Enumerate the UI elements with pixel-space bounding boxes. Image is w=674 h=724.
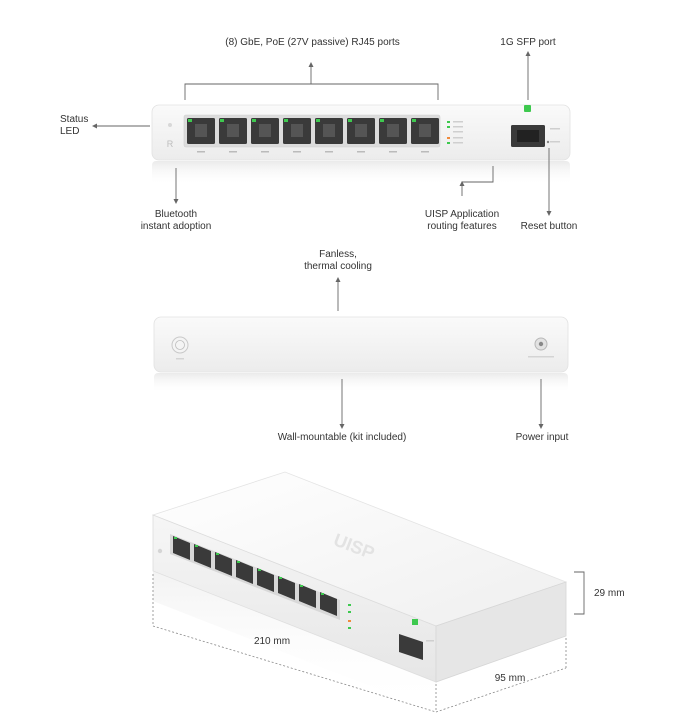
fanless-label-line2: thermal cooling bbox=[304, 261, 372, 272]
iso-port-block bbox=[170, 534, 340, 620]
port-number-marks bbox=[197, 151, 429, 153]
rj45-port bbox=[187, 118, 215, 144]
iso-rj45-port bbox=[278, 576, 295, 600]
reset-button bbox=[546, 140, 550, 144]
rj45-port-block bbox=[183, 114, 441, 153]
ports-label: (8) GbE, PoE (27V passive) RJ45 ports bbox=[225, 37, 400, 48]
bluetooth-label-line2: instant adoption bbox=[140, 221, 212, 232]
rj45-port bbox=[315, 118, 343, 144]
iso-rj45-port bbox=[173, 536, 190, 560]
back-leaders bbox=[335, 277, 544, 429]
status-led bbox=[168, 123, 172, 127]
rj45-port bbox=[251, 118, 279, 144]
iso-status-led bbox=[157, 548, 163, 554]
rj45-port bbox=[411, 118, 439, 144]
reset-button-label: Reset button bbox=[520, 221, 578, 232]
height-dimension-label: 29 mm bbox=[594, 588, 625, 599]
iso-rj45-port bbox=[194, 544, 211, 568]
iso-sfp-port bbox=[399, 619, 434, 660]
rj45-port bbox=[283, 118, 311, 144]
fanless-label-line1: Fanless, bbox=[319, 249, 357, 260]
rj45-port bbox=[379, 118, 407, 144]
sfp-led bbox=[524, 105, 531, 112]
sfp-port bbox=[511, 105, 560, 147]
iso-led-panel bbox=[348, 604, 351, 629]
front-view-device: R bbox=[151, 104, 571, 185]
front-leaders bbox=[92, 51, 552, 216]
back-view-device bbox=[153, 316, 569, 393]
power-input-label: Power input bbox=[515, 432, 569, 443]
uisp-routing-label-line1: UISP Application bbox=[424, 209, 500, 220]
wall-mount-label: Wall-mountable (kit included) bbox=[277, 432, 407, 443]
front-logo: R bbox=[167, 139, 174, 149]
dimension-lines bbox=[152, 571, 585, 713]
depth-dimension-label: 95 mm bbox=[494, 673, 526, 684]
iso-rj45-port bbox=[320, 592, 337, 616]
ground-screw bbox=[171, 336, 189, 360]
sfp-port-label: 1G SFP port bbox=[500, 37, 556, 48]
iso-rj45-port bbox=[215, 552, 232, 576]
system-led-panel bbox=[447, 121, 463, 144]
iso-rj45-port bbox=[236, 560, 253, 584]
rj45-port bbox=[219, 118, 247, 144]
bluetooth-label-line1: Bluetooth bbox=[154, 209, 198, 220]
width-dimension-label: 210 mm bbox=[253, 636, 291, 647]
power-jack bbox=[528, 337, 554, 358]
status-led-label-line2: LED bbox=[60, 126, 80, 137]
rj45-port bbox=[347, 118, 375, 144]
isometric-device: UISP bbox=[151, 471, 568, 712]
status-led-label-line1: Status bbox=[60, 114, 89, 125]
uisp-routing-label-line2: routing features bbox=[427, 221, 497, 232]
iso-rj45-port bbox=[257, 568, 274, 592]
iso-rj45-port bbox=[299, 584, 316, 608]
